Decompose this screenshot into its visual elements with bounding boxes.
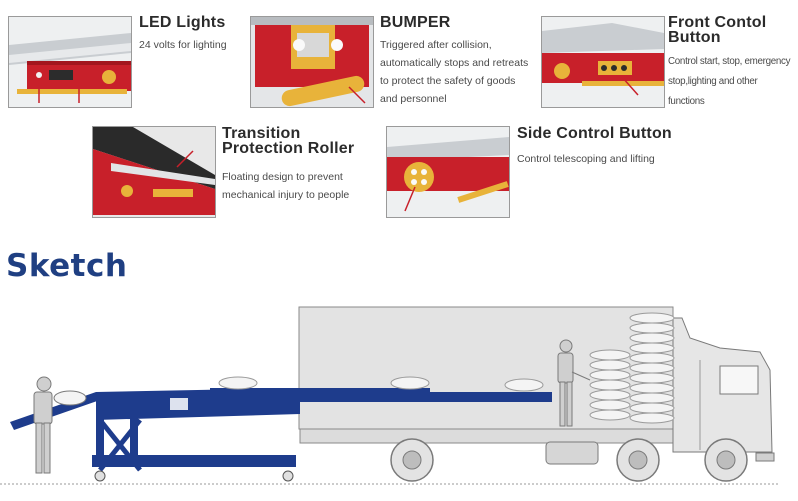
feature-description: Floating design to prevent mechanical in… xyxy=(222,171,350,201)
feature-title: Side Control Button xyxy=(517,125,672,142)
feature-description: Control telescoping and lifting xyxy=(517,153,655,165)
bumper-photo xyxy=(250,16,374,108)
transition-roller-photo xyxy=(92,126,216,218)
truck-wheels xyxy=(390,438,748,482)
fuel-tank xyxy=(545,441,599,465)
feature-description: Triggered after collision, automatically… xyxy=(380,39,529,105)
telescopic-conveyor xyxy=(10,388,552,482)
section-title: Sketch xyxy=(6,248,128,284)
led-lights-photo xyxy=(8,16,132,108)
operator-figure xyxy=(33,376,87,474)
feature-description: 24 volts for lighting xyxy=(139,39,227,51)
worker-in-truck xyxy=(557,339,591,427)
cargo-bags xyxy=(589,312,675,424)
feature-title: LED Lights xyxy=(139,14,226,31)
truck-cab xyxy=(672,317,775,462)
feature-title: Front Contol Button xyxy=(668,14,767,46)
feature-title: Transition Protection Roller xyxy=(222,125,355,157)
feature-description: Control start, stop, emergency stop,ligh… xyxy=(668,56,791,107)
conveyor-truck-sketch xyxy=(0,306,780,485)
side-control-button-photo xyxy=(386,126,510,218)
feature-title: BUMPER xyxy=(380,14,451,31)
front-control-button-photo xyxy=(541,16,665,108)
conveyor-bags xyxy=(218,376,544,392)
